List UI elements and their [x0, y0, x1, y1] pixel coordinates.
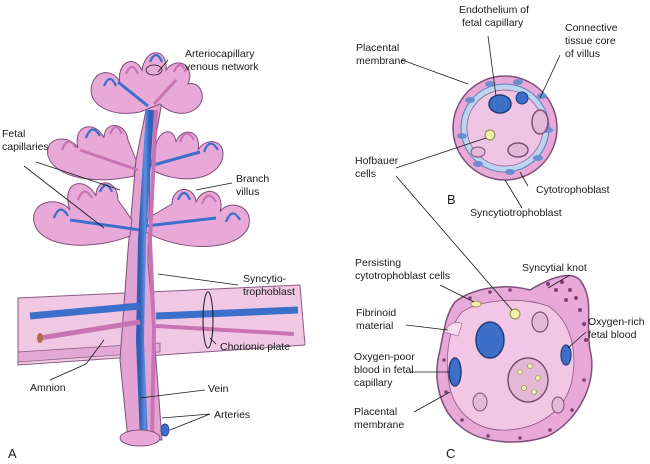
label-syncytio-line2: trophoblast	[243, 286, 295, 298]
label-connective-line2: tissue core	[565, 35, 616, 47]
stem-vein	[135, 109, 154, 441]
artery-cut-end	[160, 423, 170, 437]
villus-b-capillary-5	[470, 146, 486, 158]
label-oxygen-poor-line2: blood in fetal	[354, 364, 414, 376]
panel-b-villus-section-early	[452, 75, 558, 181]
label-fetal-capillaries-line1: Fetal	[2, 128, 25, 140]
fetal-capillary-loops	[52, 53, 241, 223]
label-endothelium-line1: Endothelium of	[459, 4, 529, 16]
chorionic-vessel-left-artery	[39, 319, 141, 341]
label-persisting-line2: cytotrophoblast cells	[355, 270, 450, 282]
chorionic-vessel-right-artery	[155, 324, 295, 336]
panel-a-labels: Arteriocapillary venous network Fetal ca…	[2, 48, 295, 461]
label-syncytiotrophoblast: Syncytiotrophoblast	[470, 207, 562, 219]
panel-c-villus-section-mature	[436, 274, 593, 443]
villus-c-capillary-peripheral	[448, 357, 462, 387]
chorionic-vessel-right	[155, 306, 299, 320]
panel-a-leader-lines	[23, 59, 239, 431]
panel-letter-b: B	[447, 192, 456, 207]
label-placental-membrane-b-line1: Placental	[356, 42, 399, 54]
label-cytotrophoblast: Cytotrophoblast	[536, 184, 610, 196]
label-connective-line1: Connective	[565, 22, 618, 34]
villus-branch-vessels	[69, 78, 217, 232]
label-oxygen-rich-line1: Oxygen-rich	[588, 316, 645, 328]
villus-c-rbc	[517, 363, 541, 395]
villus-c-capillary-rich	[560, 344, 572, 366]
label-placental-membrane-c-line1: Placental	[354, 406, 397, 418]
villus-c-fibrinoid	[443, 322, 463, 337]
label-syncytial-knot: Syncytial knot	[522, 262, 587, 274]
panel-letter-a: A	[8, 446, 17, 461]
villus-c-capillary-center	[507, 357, 549, 403]
villus-lobe-right-lower	[145, 189, 250, 247]
villus-b-capillary-4	[507, 142, 529, 158]
villus-c-hofbauer-cell	[509, 308, 521, 320]
label-hofbauer-line2: cells	[355, 168, 376, 180]
umbilical-cut-end	[119, 429, 161, 447]
label-placental-membrane-c-line2: membrane	[354, 419, 404, 431]
villus-b-hofbauer-cell	[484, 129, 496, 141]
label-arteries: Arteries	[214, 409, 250, 421]
label-syncytio-line1: Syncytio-	[243, 273, 287, 285]
label-hofbauer-line1: Hofbauer	[355, 155, 399, 167]
label-fibrinoid-line2: material	[356, 320, 393, 332]
label-arteriocapillary-line2: venous network	[185, 61, 259, 73]
label-branch-villus-line2: villus	[236, 186, 259, 198]
label-vein: Vein	[208, 383, 229, 395]
villus-c-capillary-lower-left	[472, 392, 488, 412]
label-chorionic-plate: Chorionic plate	[220, 341, 290, 353]
stem-artery	[147, 109, 158, 441]
villus-b-capillary-3	[531, 109, 549, 135]
villus-c-capillary-lower-right	[551, 396, 565, 414]
villus-lobe-top	[90, 52, 203, 114]
villus-c-capillary-large	[475, 321, 505, 359]
label-amnion: Amnion	[30, 382, 66, 394]
label-fibrinoid-line1: Fibrinoid	[356, 307, 396, 319]
label-oxygen-poor-line1: Oxygen-poor	[354, 351, 415, 363]
label-oxygen-rich-line2: fetal blood	[588, 329, 637, 341]
chorionic-plate-bracket	[202, 291, 214, 349]
label-endothelium-line2: fetal capillary	[462, 17, 524, 29]
panel-b-labels: Endothelium of fetal capillary Placental…	[355, 4, 618, 219]
panel-a-villus-tree	[17, 52, 306, 447]
chorionic-vessel-left	[29, 302, 141, 320]
label-fetal-capillaries-line2: capillaries	[2, 141, 49, 153]
label-oxygen-poor-line3: capillary	[354, 377, 393, 389]
villus-lobe-left-lower	[33, 182, 133, 246]
vessel-cut-end	[37, 333, 43, 343]
panel-letter-c: C	[446, 446, 455, 461]
villus-b-capillary-1	[488, 94, 512, 114]
panel-c-labels: Persisting cytotrophoblast cells Syncyti…	[354, 257, 645, 461]
label-branch-villus-line1: Branch	[236, 173, 269, 185]
label-persisting-line1: Persisting	[355, 257, 401, 269]
villus-c-persisting-cell	[470, 300, 482, 308]
panel-c-leader-lines	[395, 175, 587, 413]
panel-b-leader-lines	[395, 35, 561, 209]
villus-c-capillary-upper	[531, 311, 549, 333]
label-placental-membrane-b-line2: membrane	[356, 55, 406, 67]
label-arteriocapillary-line1: Arteriocapillary	[185, 48, 255, 60]
villus-b-capillary-2	[515, 91, 529, 105]
label-connective-line3: of villus	[565, 48, 600, 60]
